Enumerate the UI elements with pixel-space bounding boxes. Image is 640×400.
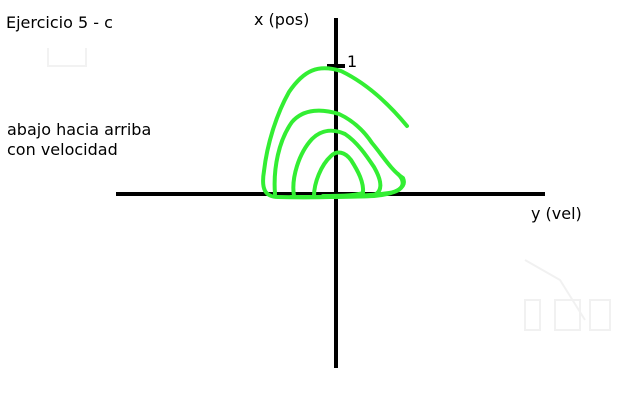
x-axis-label: x (pos) (254, 10, 310, 29)
exercise-title: Ejercicio 5 - c (6, 13, 113, 32)
phase-curves (261, 66, 409, 200)
direction-note-line-1: abajo hacia arriba (7, 120, 152, 139)
phase-curve-third (291, 128, 383, 199)
tick-label-1: 1 (347, 52, 358, 71)
phase-curve-inner (312, 150, 366, 198)
direction-note: abajo hacia arriba con velocidad (7, 120, 197, 160)
erased-marks (47, 48, 611, 331)
y-axis-label: y (vel) (531, 204, 582, 223)
direction-note-line-2: con velocidad (7, 140, 118, 159)
